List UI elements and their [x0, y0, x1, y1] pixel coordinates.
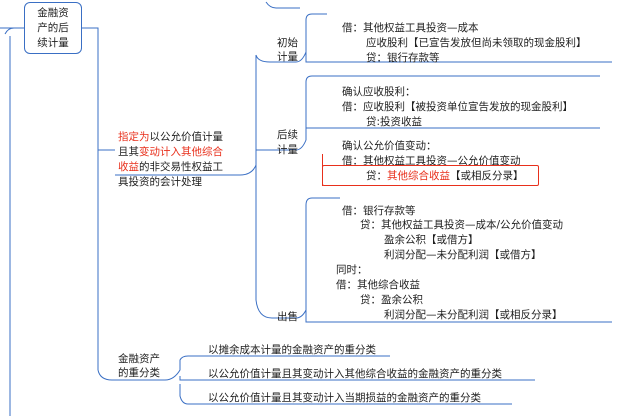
- node-sale[interactable]: 出售: [277, 311, 298, 323]
- reclass-item-amortized-cost[interactable]: 以摊余成本计量的金融资产的重分类: [208, 344, 376, 356]
- reclass-item-fvoci[interactable]: 以公允价值计量且其变动计入其他综合收益的金融资产的重分类: [208, 368, 502, 380]
- fvoci-line-3: 收益的非交易性权益工: [118, 161, 223, 173]
- root-line-1: 金融资: [37, 7, 69, 19]
- sale-surplus-reserve: 盈余公积【或借方】: [384, 234, 479, 246]
- sale-credit-surplus: 贷：盈余公积: [360, 294, 423, 306]
- subsequent-label-1: 后续: [277, 129, 298, 141]
- initial-entry-dividend: 应收股利【已宣告发放但尚未领取的现金股利】: [366, 37, 587, 49]
- root-line-3: 续计量: [37, 37, 69, 49]
- initial-label-1: 初始: [277, 37, 298, 49]
- initial-entry-debit: 借：其他权益工具投资—成本: [342, 22, 479, 34]
- root-node-subsequent-measurement[interactable]: 金融资 产的后 续计量: [24, 2, 82, 54]
- fv-change-credit-highlight: [322, 165, 539, 186]
- subsequent-label-2: 计量: [277, 144, 298, 156]
- sale-debit-cash: 借：银行存款等: [342, 205, 416, 217]
- dividend-credit: 贷:投资收益: [366, 116, 423, 128]
- sale-credit-profit: 利润分配—未分配利润【或相反分录】: [384, 309, 563, 321]
- sale-profit-distribution: 利润分配—未分配利润【或借方】: [384, 249, 542, 261]
- reclass-label-1: 金融资产: [118, 353, 160, 365]
- sale-meanwhile: 同时：: [336, 264, 368, 276]
- dividend-debit: 借：应收股利【被投资单位宣告发放的现金股利】: [342, 101, 573, 113]
- fv-change-heading: 确认公允价值变动：: [342, 140, 437, 152]
- fv-change-debit: 借：其他权益工具投资—公允价值变动: [342, 155, 521, 167]
- reclass-label-2: 的重分类: [118, 367, 160, 379]
- fv-change-credit: 贷：其他综合收益【或相反分录】: [366, 170, 524, 182]
- initial-label-2: 计量: [277, 51, 298, 63]
- reclass-item-fvtpl[interactable]: 以公允价值计量且其变动计入当期损益的金融资产的重分类: [208, 392, 481, 404]
- dividend-heading: 确认应收股利：: [342, 86, 416, 98]
- fvoci-line-1: 指定为以公允价值计量: [118, 131, 223, 143]
- fvoci-line-4: 具投资的会计处理: [118, 176, 202, 188]
- fvoci-line-2: 且其变动计入其他综合: [118, 146, 223, 158]
- root-line-2: 产的后: [37, 22, 69, 34]
- initial-entry-credit: 贷：银行存款等: [366, 52, 440, 64]
- sale-credit-investment: 贷：其他权益工具投资—成本/公允价值变动: [360, 219, 564, 231]
- sale-debit-oci: 借：其他综合收益: [336, 279, 420, 291]
